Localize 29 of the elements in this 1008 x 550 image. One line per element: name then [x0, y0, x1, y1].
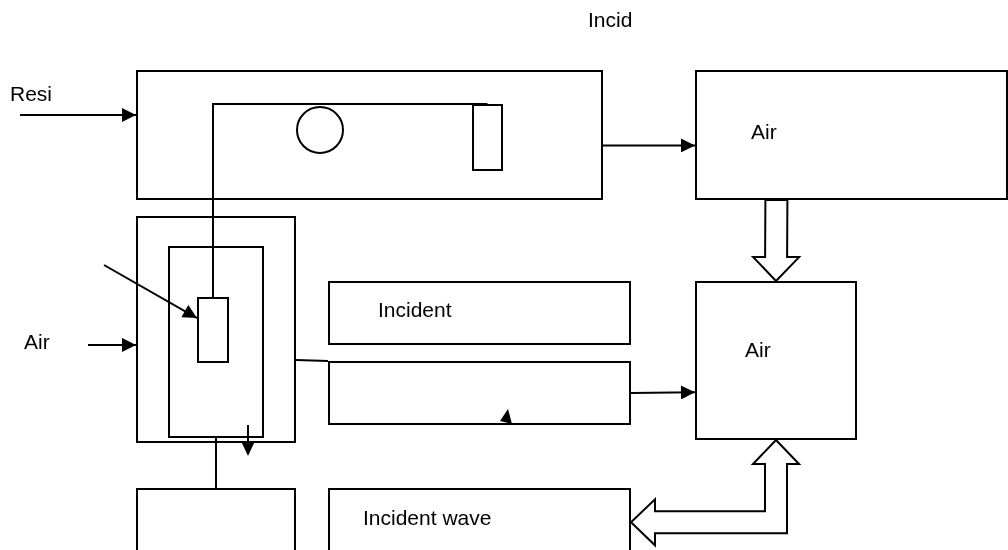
- block-arrow: [750, 198, 802, 283]
- box-label: Air: [745, 338, 771, 362]
- arrow: [630, 385, 696, 400]
- arrow: [87, 337, 137, 352]
- arrow: [19, 108, 137, 122]
- arrow: [602, 138, 696, 153]
- process-box: [328, 281, 631, 345]
- process-box: [328, 488, 631, 550]
- text-label: Incid: [588, 8, 633, 32]
- empty-box: [136, 70, 603, 200]
- connector-line: [212, 103, 489, 298]
- connector-line: [295, 358, 329, 362]
- connector-line: [215, 437, 217, 489]
- empty-box: [136, 488, 296, 550]
- arrow: [103, 264, 198, 320]
- empty-box: [472, 104, 503, 171]
- process-box: [695, 70, 1008, 200]
- empty-box: [197, 297, 229, 363]
- empty-box: [136, 216, 296, 443]
- process-box: [695, 281, 857, 440]
- block-arrow: [629, 438, 802, 548]
- text-label: Air: [24, 330, 50, 354]
- box-label: Air: [751, 120, 777, 144]
- circle-shape: [296, 106, 344, 154]
- box-label: Incident: [378, 298, 452, 322]
- empty-box: [168, 246, 264, 438]
- text-label: Resi: [10, 82, 52, 106]
- empty-box: [328, 361, 631, 425]
- box-label: Incident wave: [363, 506, 492, 530]
